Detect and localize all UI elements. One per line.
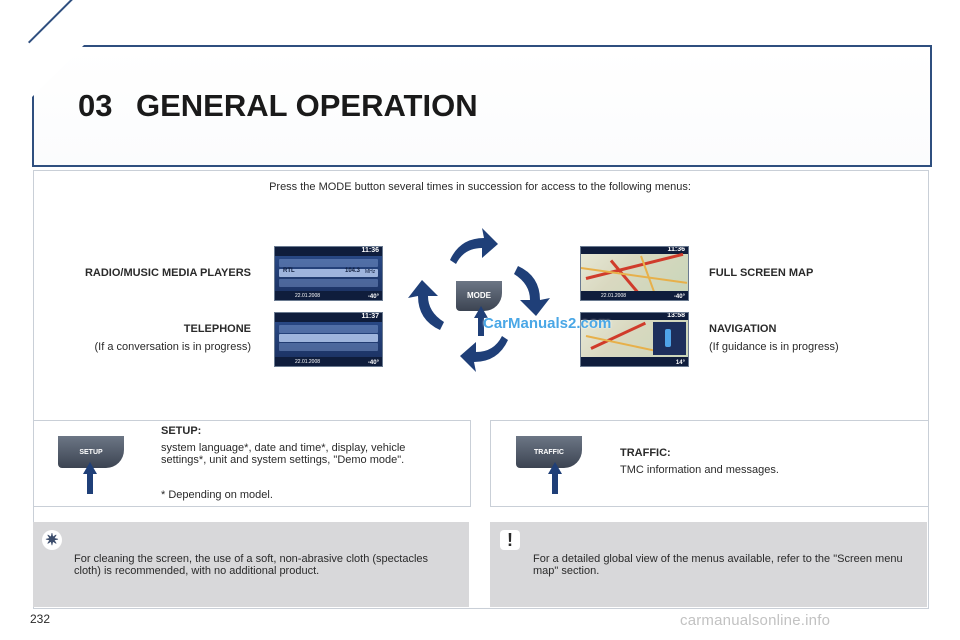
traffic-title: TRAFFIC: [620, 447, 671, 459]
setup-footnote: * Depending on model. [161, 489, 273, 501]
full-map-screen-thumbnail: 11:36 22.01.2008 -40° [580, 246, 689, 301]
full-map-screen-date: 22.01.2008 [601, 293, 627, 299]
header-corner-line [28, 0, 84, 44]
arrow-up-right-icon [450, 228, 498, 264]
navigation-menu-label: NAVIGATION [709, 323, 777, 335]
traffic-button[interactable]: TRAFFIC [516, 436, 582, 468]
radio-screen-time: 11:36 [361, 247, 379, 254]
radio-screen-frequency: 104.3 [345, 268, 361, 274]
setup-description: system language*, date and time*, displa… [161, 442, 406, 466]
menu-map-tip-text: For a detailed global view of the menus … [533, 553, 903, 577]
full-map-screen-temp: -40° [673, 294, 685, 300]
telephone-screen-time: 11:37 [361, 313, 379, 320]
full-map-screen-time: 11:36 [667, 246, 685, 253]
mode-button[interactable]: MODE [456, 281, 502, 311]
setup-press-arrow-icon [83, 462, 97, 494]
radio-screen-unit: MHz [365, 269, 376, 275]
radio-screen-date: 22.01.2008 [295, 293, 321, 299]
chapter-header [32, 45, 932, 167]
telephone-menu-label: TELEPHONE [183, 323, 251, 335]
navigation-screen-time: 13:58 [667, 312, 685, 319]
radio-menu-label: RADIO/MUSIC MEDIA PLAYERS [84, 267, 251, 279]
warning-icon: ! [500, 530, 520, 550]
telephone-screen-temp: -40° [367, 360, 379, 366]
mode-cycle-arrows [408, 228, 550, 372]
navigation-menu-note: (If guidance is in progress) [709, 341, 839, 353]
menu-map-tip-box [490, 522, 927, 607]
traffic-description: TMC information and messages. [620, 464, 779, 476]
setup-title: SETUP: [161, 425, 202, 437]
page-number: 232 [30, 612, 51, 626]
chapter-number: 03 [78, 88, 113, 123]
cleaning-tip-box [33, 522, 469, 607]
mode-press-arrow-icon [474, 306, 488, 336]
carmanuals-overlay-link[interactable]: CarManuals2.com [483, 315, 612, 332]
radio-screen-temp: -40° [367, 294, 379, 300]
arrow-down-right-icon [514, 266, 550, 316]
arrow-up-left-icon [408, 280, 444, 330]
chapter-title: GENERAL OPERATION [136, 88, 478, 123]
full-map-menu-label: FULL SCREEN MAP [709, 267, 814, 279]
radio-screen-station: RTL [283, 268, 295, 274]
arrow-down-left-icon [460, 336, 508, 372]
cleaning-tip-text: For cleaning the screen, the use of a so… [74, 553, 429, 577]
navigation-screen-thumbnail: 13:58 14° [580, 312, 689, 367]
watermark: carmanualsonline.info [680, 612, 831, 629]
navigation-screen-temp: 14° [675, 360, 685, 366]
setup-button[interactable]: SETUP [58, 436, 124, 468]
radio-screen-thumbnail: 11:36 RTL 104.3 MHz 22.01.2008 -40° [274, 246, 383, 301]
sun-icon: ✷ [42, 530, 62, 550]
telephone-menu-note: (If a conversation is in progress) [94, 341, 251, 353]
telephone-screen-date: 22.01.2008 [295, 359, 321, 365]
intro-text: Press the MODE button several times in s… [269, 181, 691, 193]
telephone-screen-thumbnail: 11:37 22.01.2008 -40° [274, 312, 383, 367]
traffic-press-arrow-icon [548, 462, 562, 494]
